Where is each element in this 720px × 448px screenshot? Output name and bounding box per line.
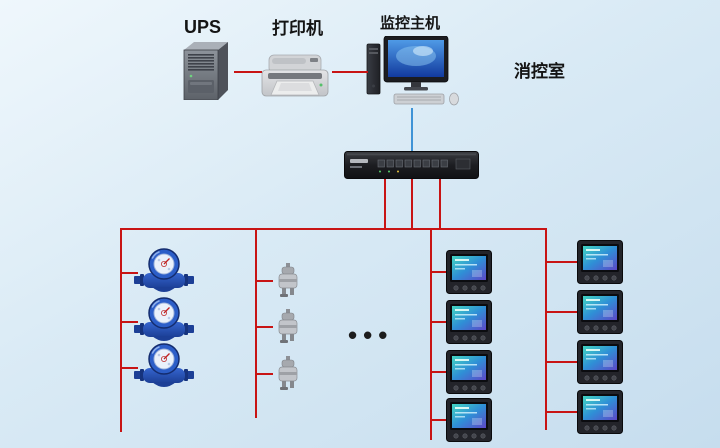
stub-meter-b4 xyxy=(545,411,577,413)
stub-meter-a4 xyxy=(430,419,446,421)
sensor-icon xyxy=(273,309,303,345)
ups-device-icon xyxy=(178,42,232,100)
power-meter-icon xyxy=(577,390,623,434)
power-meter-icon xyxy=(446,398,492,442)
data-collector-icon xyxy=(344,151,479,179)
water-meter-icon xyxy=(134,343,194,393)
power-meter-icon xyxy=(446,350,492,394)
stub-meter-a2 xyxy=(430,321,446,323)
collector-stub-2 xyxy=(411,179,413,228)
stub-meter-b1 xyxy=(545,261,577,263)
branch-water-meters xyxy=(120,228,122,432)
bus-line xyxy=(120,228,547,230)
printer-device-icon xyxy=(260,52,330,100)
uplink-host-collector xyxy=(411,108,413,151)
link-printer-host xyxy=(332,71,368,73)
stub-meter-b2 xyxy=(545,311,577,313)
stub-water-meter-1 xyxy=(120,272,138,274)
stub-sensor-3 xyxy=(255,373,273,375)
power-meter-icon xyxy=(446,300,492,344)
collector-stub-1 xyxy=(384,179,386,228)
stub-water-meter-2 xyxy=(120,321,138,323)
branch-sensors xyxy=(255,228,257,418)
stub-meter-a1 xyxy=(430,271,446,273)
sensor-icon xyxy=(273,356,303,392)
host-label: 监控主机 xyxy=(380,15,441,32)
power-meter-icon xyxy=(577,290,623,334)
control-room-label: 消控室 xyxy=(514,62,565,81)
branch-meters-outer xyxy=(545,228,547,430)
monitor-host-icon xyxy=(366,36,461,106)
printer-label: 打印机 xyxy=(272,19,323,38)
water-meter-icon xyxy=(134,297,194,347)
power-meter-icon xyxy=(577,240,623,284)
water-meter-icon xyxy=(134,248,194,298)
sensor-icon xyxy=(273,263,303,299)
stub-meter-b3 xyxy=(545,361,577,363)
power-meter-icon xyxy=(577,340,623,384)
stub-meter-a3 xyxy=(430,371,446,373)
power-meter-icon xyxy=(446,250,492,294)
stub-sensor-1 xyxy=(255,280,273,282)
stub-sensor-2 xyxy=(255,326,273,328)
stub-water-meter-3 xyxy=(120,367,138,369)
branch-meters-inner xyxy=(430,228,432,440)
collector-stub-3 xyxy=(439,179,441,228)
ellipsis: ••• xyxy=(348,320,394,350)
link-ups-printer xyxy=(234,71,262,73)
ups-label: UPS xyxy=(184,17,222,37)
